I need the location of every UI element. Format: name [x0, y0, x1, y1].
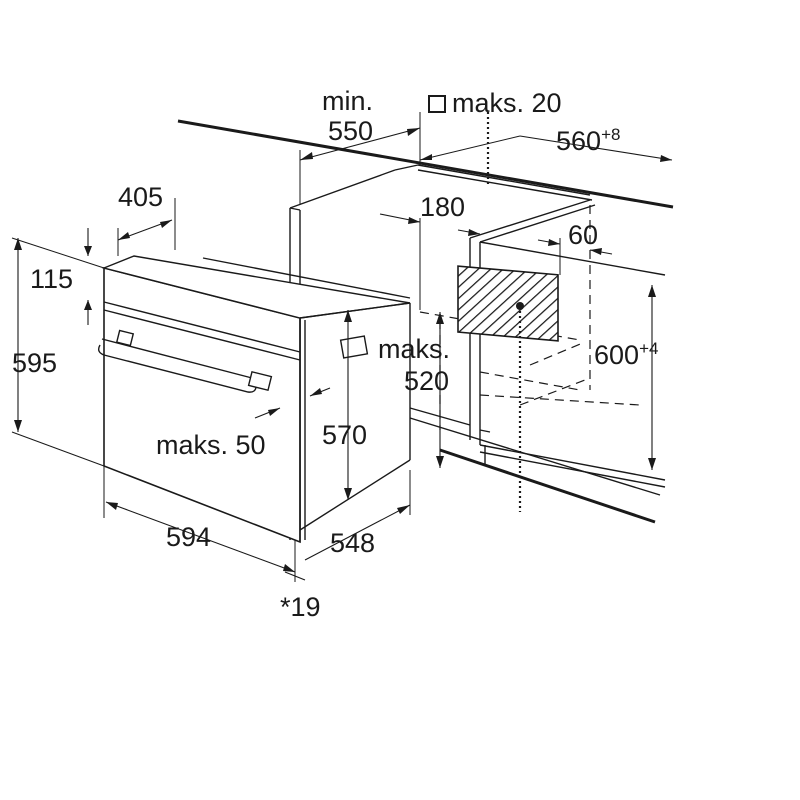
cabinet-niche [289, 112, 666, 540]
label-19: *19 [280, 592, 321, 622]
label-maks-520-b: 520 [404, 366, 450, 396]
countertop [177, 119, 674, 209]
label-60: 60 [568, 220, 599, 250]
label-115: 115 [30, 264, 74, 294]
label-maks-50: maks. 50 [156, 430, 266, 460]
label-548: 548 [330, 528, 376, 558]
label-180: 180 [420, 192, 466, 222]
label-600: 600+4 [594, 339, 659, 370]
oven [97, 255, 411, 544]
label-550: 550 [328, 116, 374, 146]
label-min: min. [322, 86, 374, 116]
label-maks-20-text: maks. 20 [452, 88, 562, 118]
label-405: 405 [118, 182, 164, 212]
label-560-tolerance: +8 [601, 125, 621, 144]
label-maks-520-a: maks. [378, 334, 451, 364]
label-594: 594 [166, 522, 212, 552]
label-maks-20: maks. 20 [428, 90, 562, 117]
label-595: 595 [12, 348, 58, 378]
label-570: 570 [322, 420, 368, 450]
label-560-value: 560 [556, 126, 602, 156]
label-600-value: 600 [594, 340, 640, 370]
square-icon [428, 95, 446, 113]
label-560: 560+8 [556, 125, 621, 156]
label-600-tolerance: +4 [639, 339, 659, 358]
dimension-lines [11, 112, 673, 582]
